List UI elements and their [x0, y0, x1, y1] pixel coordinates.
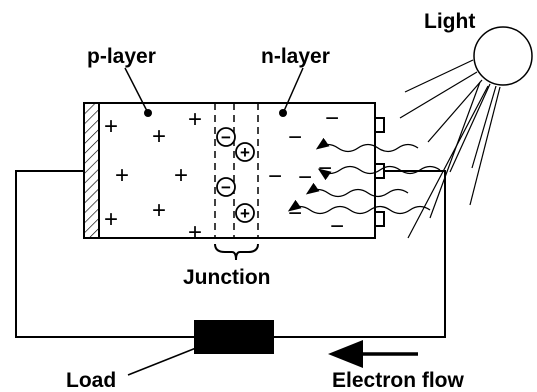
- n-layer-leader: [283, 67, 304, 112]
- junction-charges: − + − +: [216, 127, 255, 223]
- hole-circle: [235, 142, 255, 162]
- p-layer-dot: [144, 109, 152, 117]
- n-layer-dot: [279, 109, 287, 117]
- junction-brace: [214, 243, 259, 261]
- n-contact-1: [374, 117, 385, 133]
- light-rays: [399, 59, 501, 239]
- p-layer-label: p-layer: [87, 45, 156, 68]
- hole-circle: [235, 203, 255, 223]
- minus-charge: −: [298, 164, 312, 191]
- light-label: Light: [424, 10, 475, 33]
- n-layer-label: n-layer: [261, 45, 330, 68]
- minus-charge: −: [288, 124, 302, 151]
- hole-symbol: +: [240, 204, 250, 223]
- electron-flow-label: Electron flow: [332, 369, 465, 392]
- photon-arrows: [287, 137, 441, 215]
- electron-circle: [216, 127, 236, 147]
- electron-symbol: −: [221, 178, 231, 197]
- minus-charge: −: [288, 200, 302, 227]
- plus-charge: +: [174, 162, 188, 189]
- plus-charge: +: [188, 219, 202, 246]
- plus-charge: +: [152, 197, 166, 224]
- minus-charge: −: [330, 213, 344, 240]
- p-layer-leader: [124, 67, 148, 112]
- electron-circle: [216, 177, 236, 197]
- sun-icon: [473, 26, 533, 86]
- load-label: Load: [66, 369, 116, 392]
- n-layer-charges: − − − − − − −: [268, 105, 344, 240]
- load-leader: [127, 347, 197, 376]
- load-resistor: [194, 320, 274, 354]
- plus-charge: +: [152, 123, 166, 150]
- minus-charge: −: [318, 155, 332, 182]
- n-contact-3: [374, 211, 385, 227]
- p-layer-charges: + + + + + + + +: [104, 106, 202, 246]
- hole-symbol: +: [240, 143, 250, 162]
- plus-charge: +: [188, 106, 202, 133]
- minus-charge: −: [268, 163, 282, 190]
- plus-charge: +: [115, 162, 129, 189]
- p-electrode: [83, 102, 100, 239]
- plus-charge: +: [104, 113, 118, 140]
- plus-charge: +: [104, 206, 118, 233]
- electron-symbol: −: [221, 128, 231, 147]
- junction-label: Junction: [183, 266, 271, 289]
- minus-charge: −: [325, 105, 339, 132]
